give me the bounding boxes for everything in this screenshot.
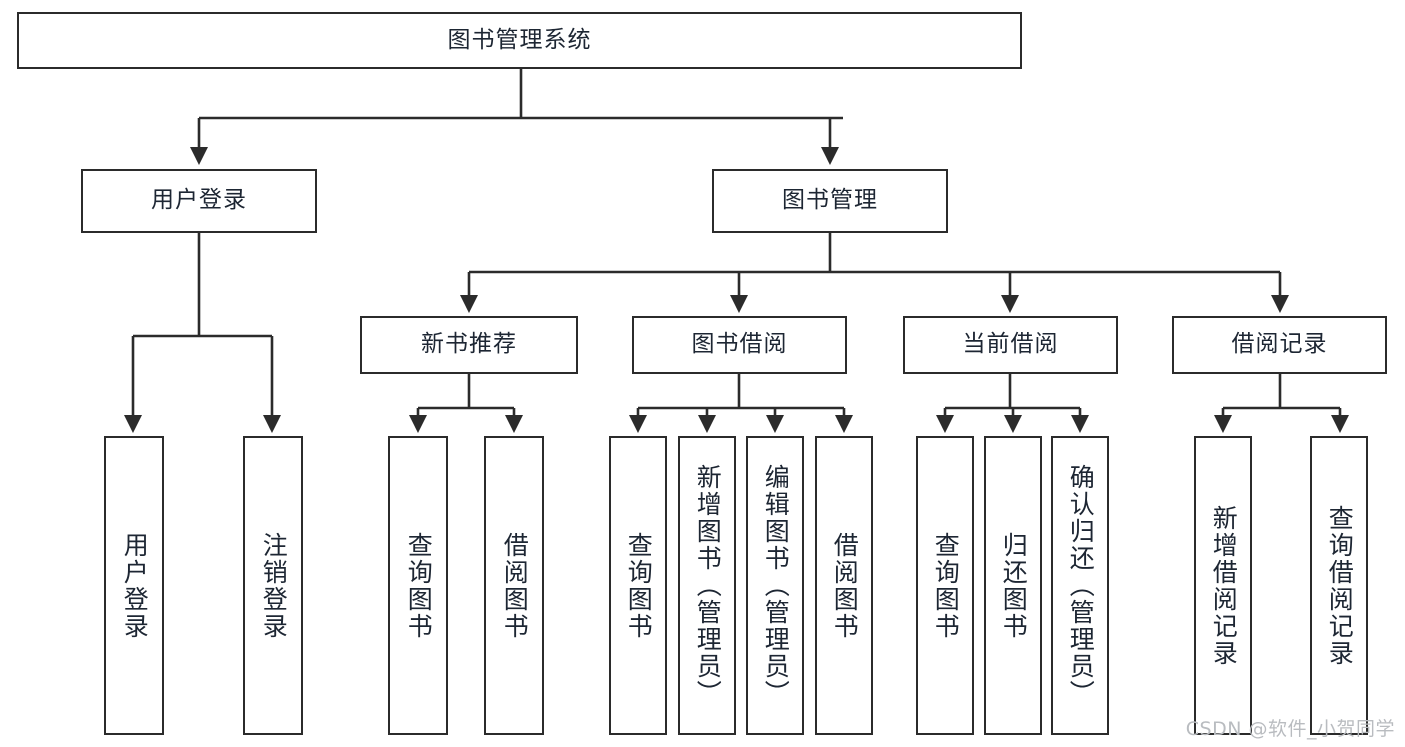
leaf-return-book[interactable]: 归还图书 xyxy=(984,436,1042,735)
leaf-label: 查询图书 xyxy=(624,531,654,640)
leaf-label: 查询借阅记录 xyxy=(1325,504,1355,667)
leaf-query-book-new[interactable]: 查询图书 xyxy=(388,436,448,735)
leaf-label: 用户登录 xyxy=(120,531,150,640)
leaf-borrow-book[interactable]: 借阅图书 xyxy=(815,436,873,735)
leaf-borrow-book-new[interactable]: 借阅图书 xyxy=(484,436,544,735)
leaf-user-login[interactable]: 用户登录 xyxy=(104,436,164,735)
node-user-login[interactable]: 用户登录 xyxy=(81,169,317,233)
leaf-logout[interactable]: 注销登录 xyxy=(243,436,303,735)
leaf-edit-book-admin[interactable]: 编辑图书（管理员） xyxy=(746,436,804,735)
leaf-add-borrow-record[interactable]: 新增借阅记录 xyxy=(1194,436,1252,735)
leaf-label: 借阅图书 xyxy=(830,531,860,640)
leaf-label: 新增图书（管理员） xyxy=(693,464,723,707)
node-current-borrow[interactable]: 当前借阅 xyxy=(903,316,1118,374)
leaf-label: 查询图书 xyxy=(404,531,434,640)
leaf-confirm-return-admin[interactable]: 确认归还（管理员） xyxy=(1051,436,1109,735)
node-book-management[interactable]: 图书管理 xyxy=(712,169,948,233)
leaf-label: 查询图书 xyxy=(931,531,961,640)
leaf-query-borrow-record[interactable]: 查询借阅记录 xyxy=(1310,436,1368,735)
leaf-query-book-borrow[interactable]: 查询图书 xyxy=(609,436,667,735)
leaf-query-book-current[interactable]: 查询图书 xyxy=(916,436,974,735)
leaf-label: 注销登录 xyxy=(259,531,289,640)
node-new-book-recommend[interactable]: 新书推荐 xyxy=(360,316,578,374)
leaf-add-book-admin[interactable]: 新增图书（管理员） xyxy=(678,436,736,735)
watermark-text: CSDN @软件_小贺同学 xyxy=(1185,718,1395,740)
leaf-label: 确认归还（管理员） xyxy=(1066,464,1096,707)
node-root-system[interactable]: 图书管理系统 xyxy=(17,12,1022,69)
leaf-label: 借阅图书 xyxy=(500,531,530,640)
leaf-label: 新增借阅记录 xyxy=(1209,504,1239,667)
node-borrow-records[interactable]: 借阅记录 xyxy=(1172,316,1387,374)
node-book-borrow[interactable]: 图书借阅 xyxy=(632,316,847,374)
leaf-label: 归还图书 xyxy=(999,531,1029,640)
leaf-label: 编辑图书（管理员） xyxy=(761,464,791,707)
